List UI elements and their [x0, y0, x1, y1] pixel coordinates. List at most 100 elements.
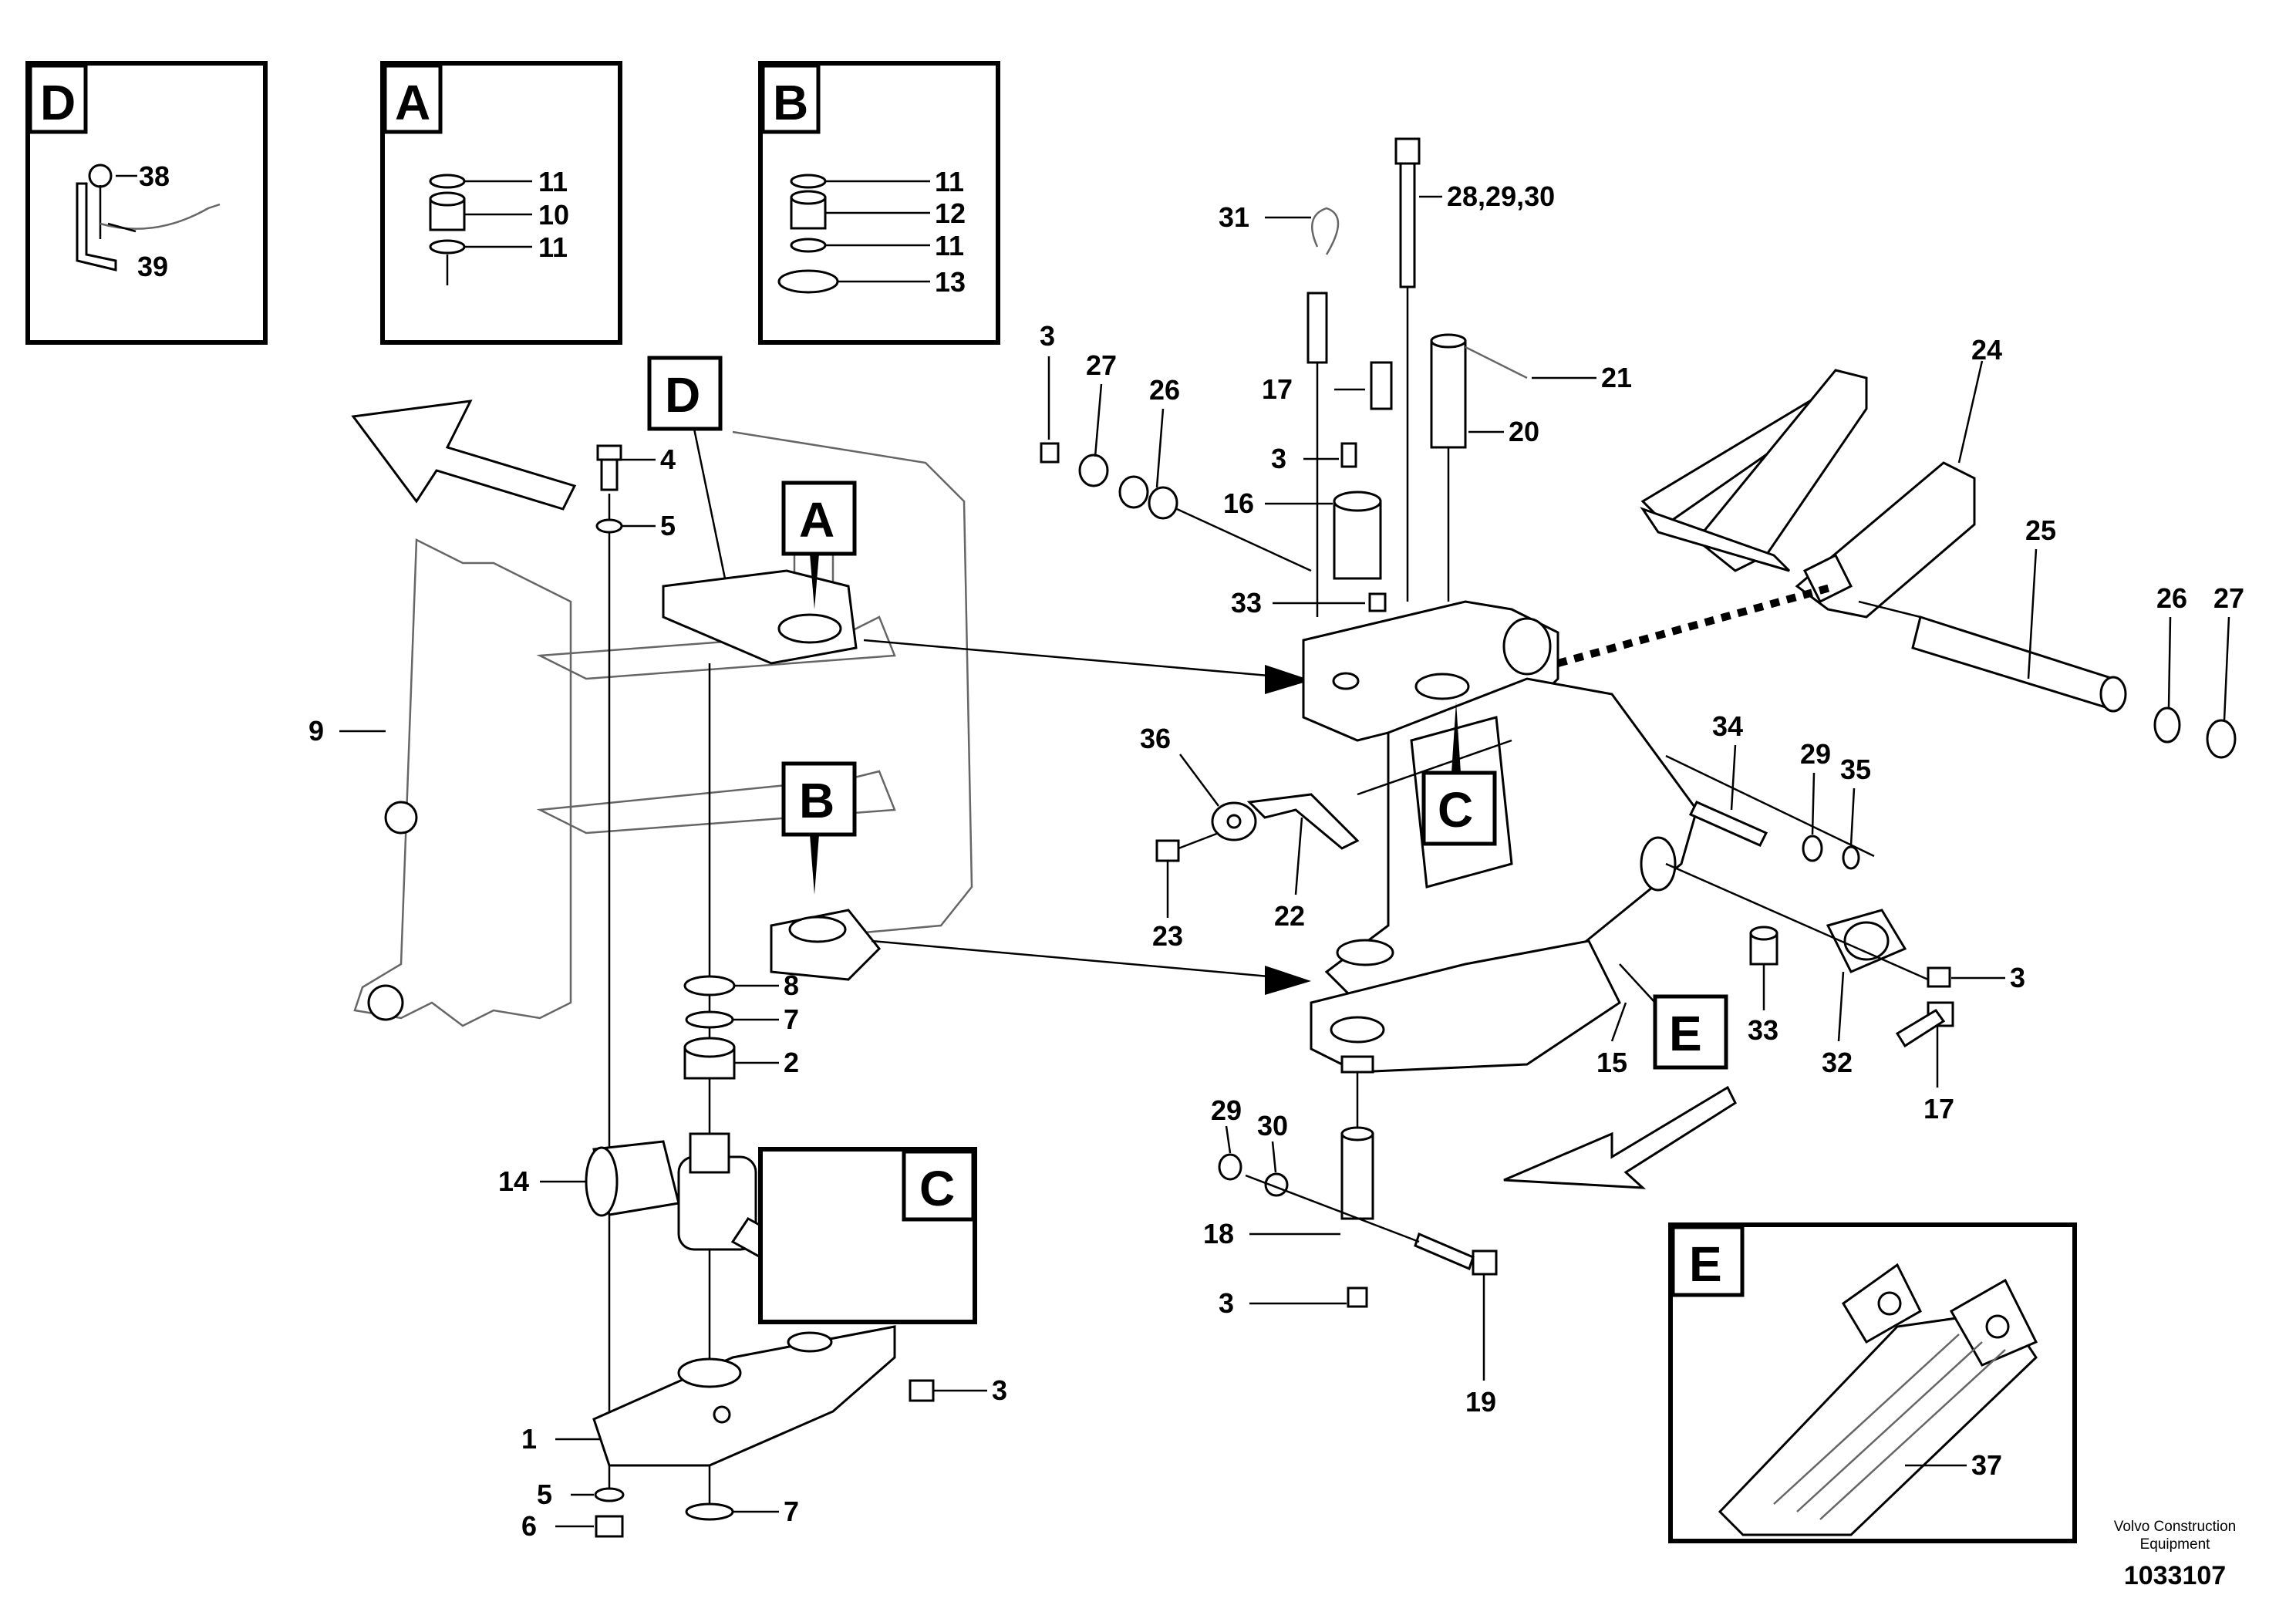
detail-box-e-letter: E: [1689, 1236, 1722, 1292]
callout-30: 30: [1257, 1110, 1288, 1141]
callout-38: 38: [139, 160, 170, 192]
detail-box-d-tag: [28, 63, 88, 134]
detail-box-b: B 11 12 11 13: [758, 61, 1000, 345]
callout-17-top: 17: [1262, 373, 1293, 405]
callout-11-a-bottom: 11: [538, 231, 568, 263]
brand-line-2: Equipment: [2140, 1536, 2211, 1553]
callout-27-b: 27: [2213, 582, 2244, 614]
callout-20: 20: [1509, 416, 1539, 447]
detail-box-d: D 38 39: [25, 61, 268, 345]
callout-16: 16: [1223, 487, 1254, 519]
detail-box-b-letter: B: [773, 75, 808, 130]
callout-21: 21: [1601, 362, 1632, 393]
svg-text:E: E: [1669, 1006, 1702, 1061]
seal-8: [683, 975, 779, 996]
callout-14: 14: [498, 1165, 529, 1197]
rearward-direction-arrow: [1503, 1085, 1737, 1189]
washer-5-top: [595, 518, 656, 534]
callout-36: 36: [1140, 723, 1171, 754]
callout-13: 13: [935, 266, 966, 298]
bushing-stack-a-drawing: [429, 174, 532, 285]
nut-6: [555, 1515, 624, 1538]
detail-box-d-letter: D: [40, 75, 76, 130]
detail-box-e-tag: [1671, 1225, 1745, 1297]
callout-4: 4: [660, 443, 676, 475]
brand-line-1: Volvo Construction: [2114, 1519, 2236, 1535]
detail-box-c-letter: C: [919, 1161, 955, 1216]
callout-3-b: 3: [1271, 443, 1286, 474]
ring-7-bottom: [685, 1502, 779, 1521]
grease-fitting-3-b: [1303, 442, 1357, 468]
connector-b-line: [871, 939, 1304, 981]
pin-path-dashed: [1556, 582, 1837, 667]
front-frame-drawing: [353, 430, 973, 1027]
callout-37: 37: [1971, 1449, 2002, 1481]
callout-7-top: 7: [784, 1003, 799, 1035]
callout-33-top: 33: [1231, 587, 1262, 619]
document-number: 1033107: [2124, 1561, 2226, 1590]
bolt-28: [1394, 137, 1442, 602]
callout-28-29-30: 28,29,30: [1447, 180, 1555, 212]
callout-32: 32: [1822, 1047, 1853, 1078]
sleeve-16: [1265, 491, 1382, 580]
callout-3-axle: 3: [992, 1374, 1007, 1406]
callout-22: 22: [1274, 900, 1305, 932]
tag-frame-b: B: [781, 761, 857, 895]
bolt-4: [596, 444, 656, 491]
callout-35: 35: [1840, 754, 1871, 785]
leader-15: [1610, 1002, 1627, 1042]
pin-25-drawing: [1858, 548, 2237, 759]
bracket-24-drawing: [1640, 360, 1984, 619]
footer: Volvo Construction Equipment 1033107: [2114, 1519, 2236, 1590]
callout-31: 31: [1219, 201, 1249, 233]
forward-direction-arrow: [351, 400, 577, 511]
detail-box-a-letter: A: [395, 75, 430, 130]
callout-29-lower: 29: [1211, 1094, 1242, 1126]
rear-joint-drawing: [1302, 600, 1698, 1074]
connector-a-arrowhead: [1265, 665, 1311, 694]
callout-3-d: 3: [1219, 1287, 1234, 1319]
stud-34: [1665, 744, 1875, 858]
callout-39: 39: [137, 251, 168, 282]
seals-left-27-26: [1040, 356, 1312, 572]
svg-text:B: B: [799, 773, 834, 828]
callout-33-bottom: 33: [1748, 1014, 1778, 1046]
svg-text:A: A: [799, 492, 834, 548]
callout-34: 34: [1712, 710, 1743, 742]
axle-mount-1-drawing: [592, 1325, 987, 1467]
detail-box-c: C: [758, 1147, 977, 1324]
callout-19: 19: [1465, 1386, 1496, 1418]
tag-joint-e: E: [1619, 963, 1728, 1070]
callout-15: 15: [1596, 1047, 1627, 1078]
cover-plate-37-drawing: [1718, 1263, 2038, 1536]
shim-group-36-22-23: [1155, 739, 1512, 918]
detail-box-c-tag: [902, 1149, 976, 1222]
cable-bracket-drawing: [76, 164, 221, 271]
callout-11-b-top: 11: [935, 166, 964, 197]
callout-10: 10: [538, 199, 569, 231]
detail-box-a-tag: [383, 63, 443, 134]
callout-27-a: 27: [1086, 349, 1117, 381]
bolt-17-top: [1334, 361, 1393, 410]
pin-18-drawing: [1218, 1072, 1498, 1381]
callout-3-c: 3: [2010, 962, 2025, 993]
callout-12: 12: [935, 197, 966, 229]
pin-32-drawing: [1665, 862, 2005, 1088]
pin-31: [1265, 207, 1340, 617]
svg-text:C: C: [1438, 782, 1473, 838]
callout-5-top: 5: [660, 510, 676, 541]
callout-2: 2: [784, 1047, 799, 1078]
callout-26-b: 26: [2156, 582, 2187, 614]
callout-25: 25: [2025, 514, 2056, 546]
callout-7-bottom: 7: [784, 1496, 799, 1527]
bearing-2: [683, 1037, 779, 1080]
tag-joint-c: C: [1421, 702, 1497, 846]
callout-9: 9: [308, 715, 324, 747]
callout-1: 1: [521, 1423, 537, 1455]
callout-23: 23: [1152, 920, 1183, 952]
connector-a-line: [863, 639, 1304, 680]
detail-box-b-tag: [760, 63, 821, 134]
callout-5-bottom: 5: [537, 1479, 552, 1510]
bushing-stack-b-drawing: [777, 174, 930, 294]
